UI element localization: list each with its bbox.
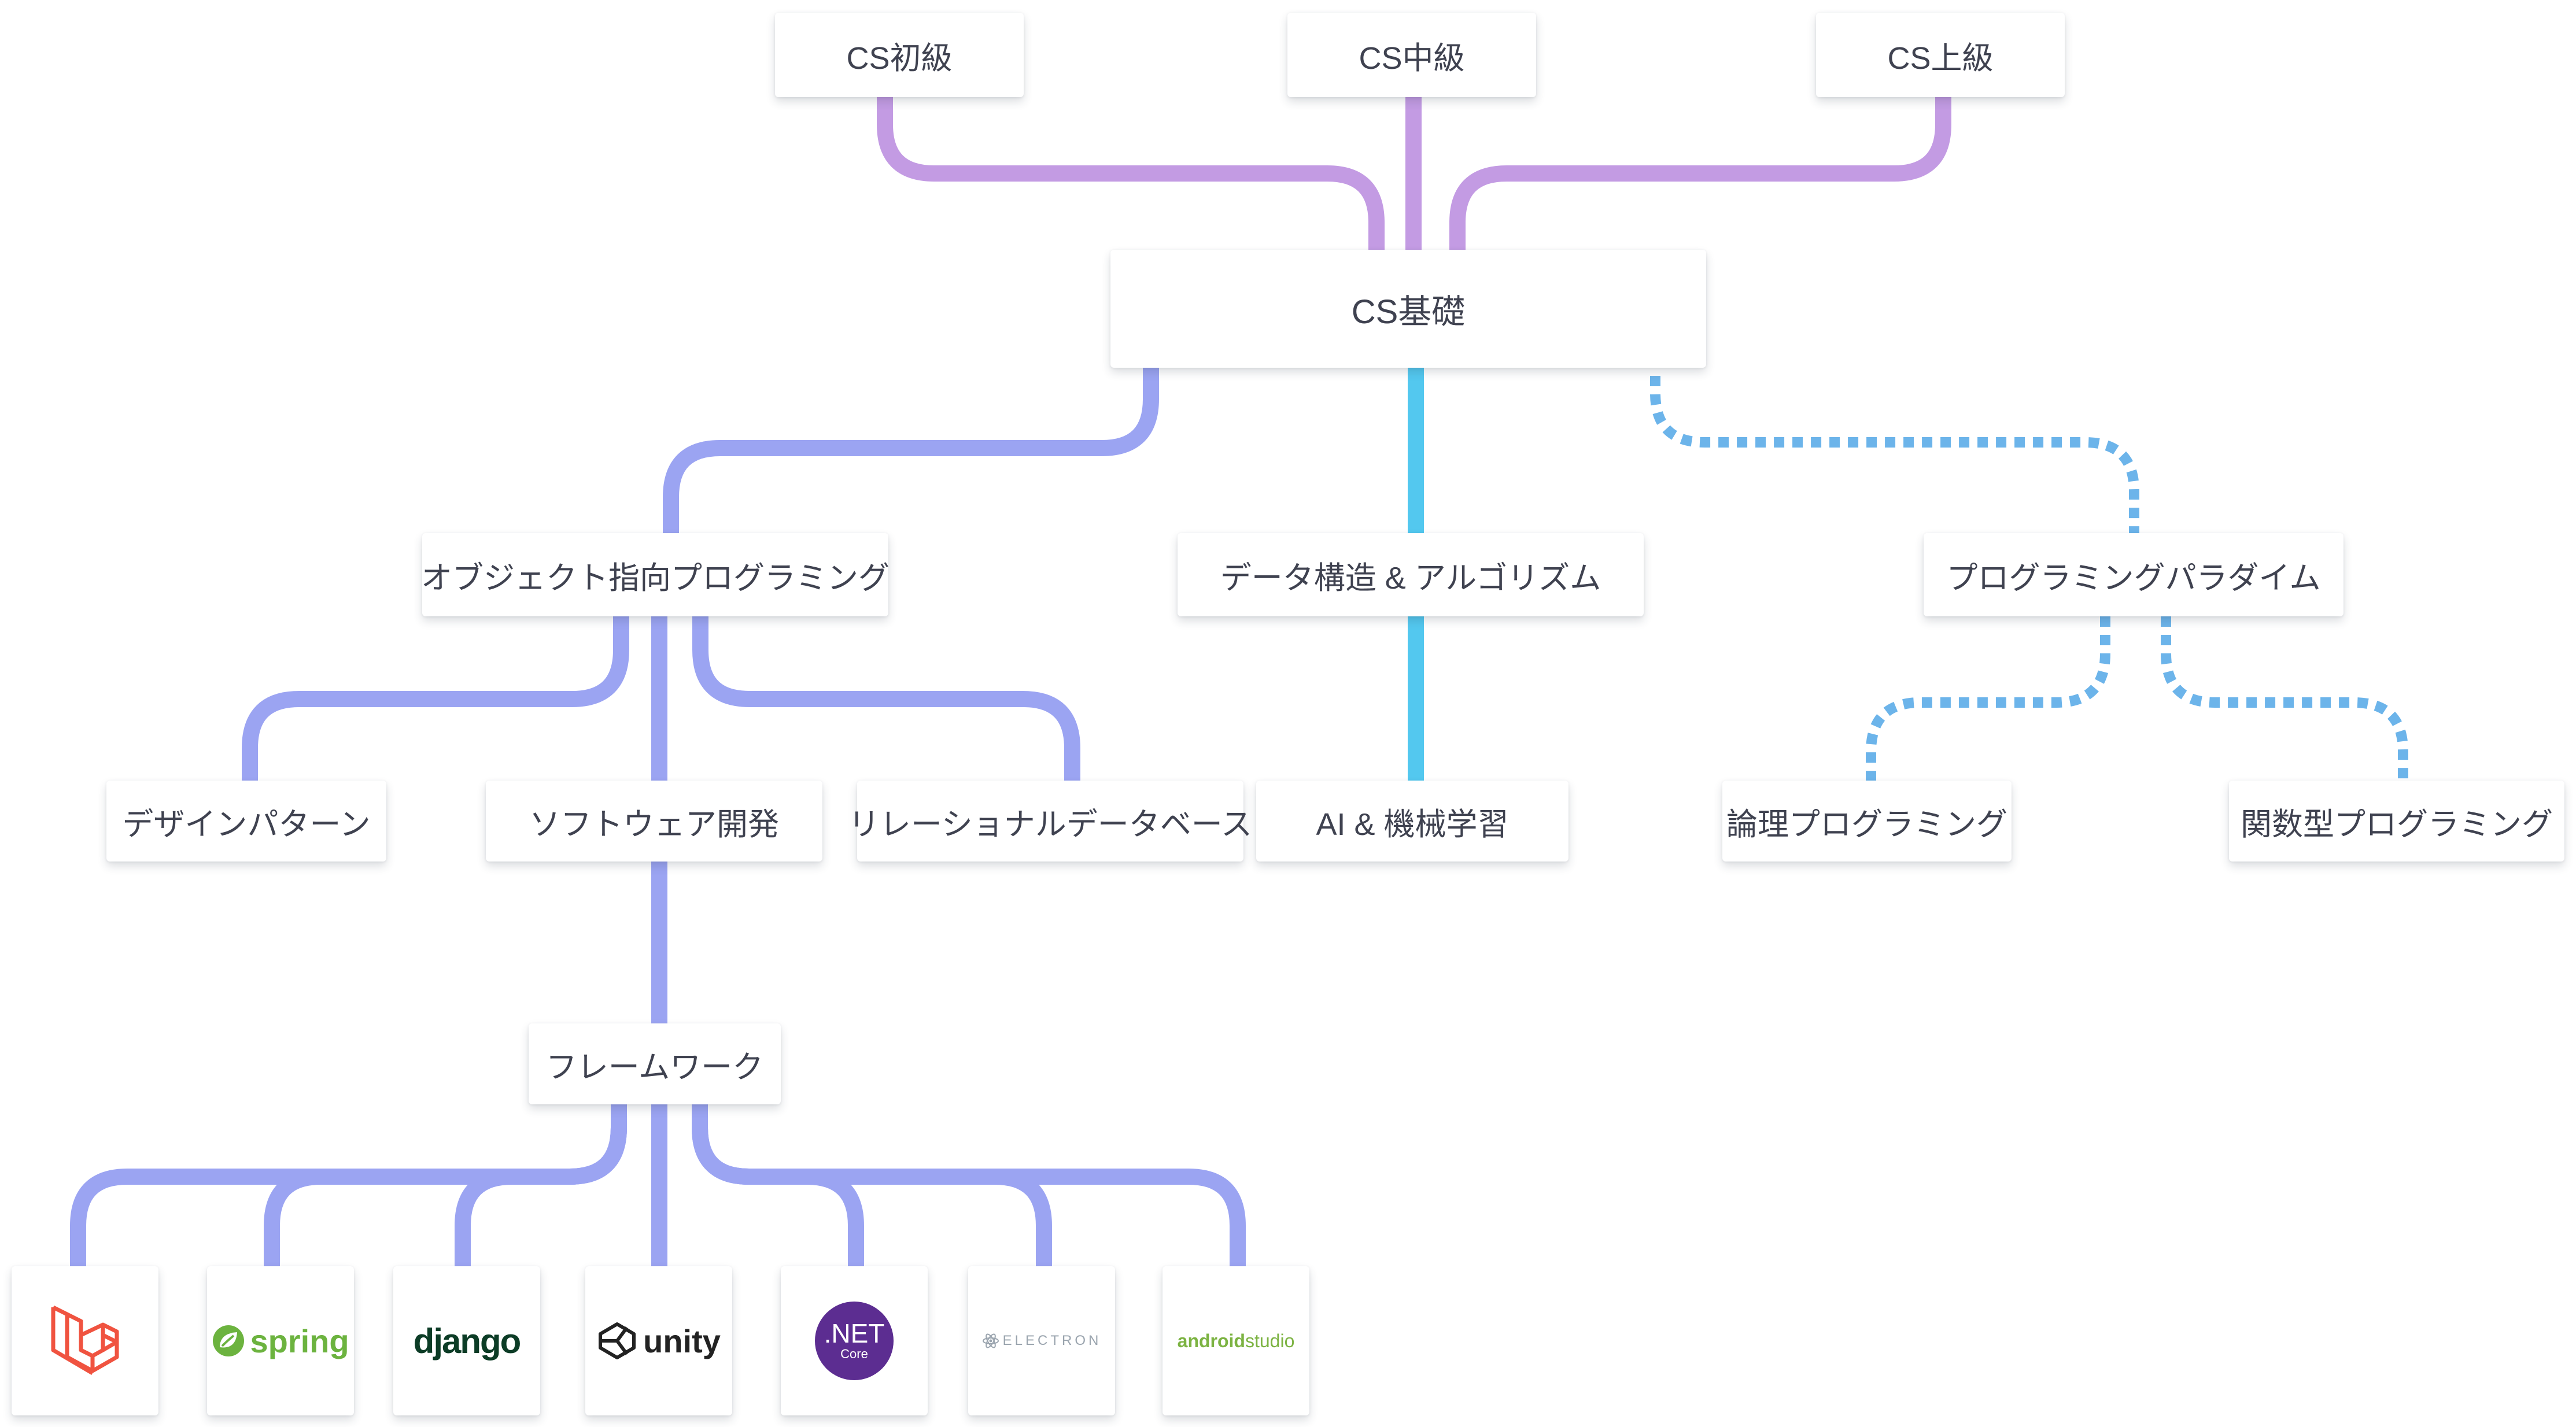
logo-tile-android-studio[interactable]: android studio [1162,1266,1309,1415]
node-cs-advanced[interactable]: CS上級 [1816,13,2065,97]
spring-wordmark: spring [250,1322,349,1359]
edge-advanced-foundation [1449,97,1951,250]
edge-oop-rdb [692,616,1080,781]
edge-framework-spring [264,1104,627,1266]
node-label: リレーショナルデータベース [848,807,1253,842]
node-label: AI & 機械学習 [1316,807,1509,842]
logo-tile-django[interactable]: django [393,1266,540,1415]
node-label: CS上級 [1887,40,1994,76]
node-label: オブジェクト指向プログラミング [421,560,890,596]
logo-tile-unity[interactable]: unity [585,1266,732,1415]
node-logic-programming[interactable]: 論理プログラミング [1722,781,2012,862]
logo-tile-electron[interactable]: ELECTRON [968,1266,1115,1415]
node-ai-ml[interactable]: AI & 機械学習 [1256,781,1569,862]
node-cs-foundation[interactable]: CS基礎 [1110,250,1706,368]
electron-wordmark: ELECTRON [1002,1333,1102,1348]
unity-cube-icon [599,1322,636,1359]
node-ds-algo[interactable]: データ構造 & アルゴリズム [1178,533,1644,616]
node-label: プログラミングパラダイム [1946,560,2321,596]
node-label: 論理プログラミング [1726,807,2007,842]
edge-foundation-paradigm [1650,376,2139,533]
node-label: CS初級 [846,40,953,76]
node-rdb[interactable]: リレーショナルデータベース [848,781,1252,862]
edge-framework-electron [692,1104,1052,1266]
dotnet-badge: .NET Core [815,1302,894,1380]
edge-paradigm-logic [1866,616,2110,781]
edge-beginner-foundation [877,97,1385,250]
dotnet-core-label: Core [840,1347,868,1361]
edge-framework-laravel [70,1104,627,1266]
logo-tile-laravel[interactable] [12,1266,158,1415]
django-wordmark: django [413,1321,522,1361]
node-label: 関数型プログラミング [2241,807,2553,842]
node-label: ソフトウェア開発 [529,807,779,842]
unity-wordmark: unity [643,1322,721,1359]
node-design-pattern[interactable]: デザインパターン [106,781,386,862]
node-cs-beginner[interactable]: CS初級 [775,13,1024,97]
node-paradigm[interactable]: プログラミングパラダイム [1924,533,2344,616]
edge-framework-android [692,1104,1246,1266]
logo-tile-dotnet[interactable]: .NET Core [781,1266,928,1415]
electron-atom-icon [982,1333,999,1348]
edge-framework-django [455,1104,627,1266]
node-label: データ構造 & アルゴリズム [1220,560,1601,596]
node-label: デザインパターン [122,807,371,842]
spring-leaf-icon [213,1325,245,1356]
edge-framework-dotnet [692,1104,864,1266]
edge-foundation-oop [663,368,1159,533]
laravel-icon [51,1305,119,1376]
node-functional-programming[interactable]: 関数型プログラミング [2229,781,2564,862]
logo-tile-spring[interactable]: spring [207,1266,354,1415]
dotnet-wordmark: .NET [824,1318,885,1348]
node-framework[interactable]: フレームワーク [529,1023,781,1104]
node-software-dev[interactable]: ソフトウェア開発 [486,781,822,862]
node-cs-intermediate[interactable]: CS中級 [1287,13,1536,97]
edge-oop-design-pattern [242,616,629,781]
android-wordmark: android [1177,1330,1245,1351]
node-label: フレームワーク [545,1049,764,1085]
edge-paradigm-functional [2161,616,2408,781]
node-label: CS基礎 [1351,293,1466,331]
studio-wordmark: studio [1245,1330,1295,1351]
node-label: CS中級 [1359,40,1465,76]
node-oop[interactable]: オブジェクト指向プログラミング [421,533,890,616]
